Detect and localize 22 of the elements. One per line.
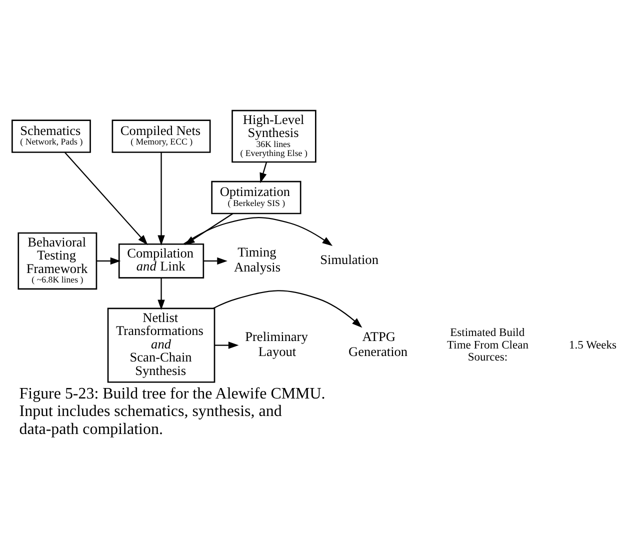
label: Estimated Build Time From Clean Sources: xyxy=(447,326,528,364)
arrow xyxy=(158,152,165,246)
arrow xyxy=(260,162,268,184)
arrow xyxy=(158,278,165,310)
node-text: Simulation xyxy=(320,252,378,268)
arrow xyxy=(204,257,228,265)
node-box: Behavioral Testing Framework ( ~6.8K lines ) xyxy=(18,232,98,290)
node-text: Timing Analysis xyxy=(234,244,281,275)
node-text: Preliminary Layout xyxy=(245,328,308,359)
node-box: Netlist Transformations and Scan-Chain Synthesis xyxy=(107,308,216,383)
node-box: High-Level Synthesis 36K lines ( Everything Else ) xyxy=(232,110,316,163)
arrow xyxy=(64,152,148,246)
arrow xyxy=(214,342,239,349)
node-box: Optimization ( Berkeley SIS ) xyxy=(211,180,302,214)
node-box: Compiled Nets ( Memory, ECC ) xyxy=(112,120,211,153)
arrow xyxy=(96,257,121,265)
node-box: Compilation and Link xyxy=(118,243,204,278)
node-text: ATPG Generation xyxy=(348,328,408,359)
node-box: Schematics ( Network, Pads ) xyxy=(12,120,91,153)
caption: Figure 5-23: Build tree for the Alewife CMMU. Input includes schematics, synthesis, and data-path compilation. xyxy=(19,385,326,438)
label: 1.5 Weeks xyxy=(569,339,617,352)
arrow xyxy=(213,290,362,328)
